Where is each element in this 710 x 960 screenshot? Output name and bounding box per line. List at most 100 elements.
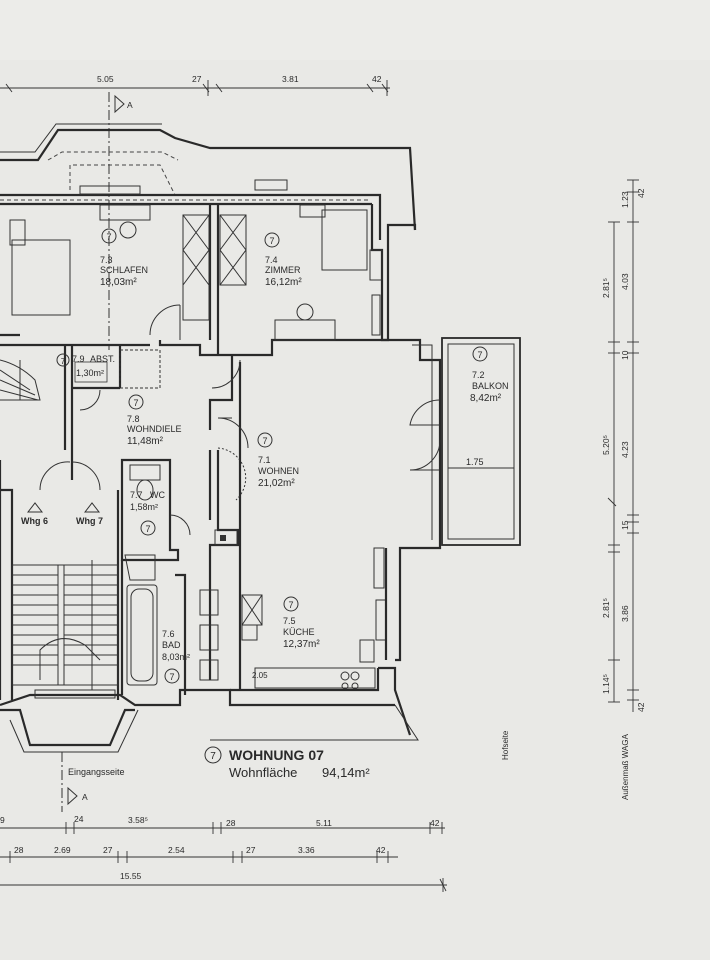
bottom2-dim-7: 42	[376, 845, 386, 855]
svg-text:7: 7	[210, 751, 216, 762]
right-a-dim-5205: 5.20⁵	[601, 435, 611, 455]
bottom-dimension-line-3: 15.55	[0, 871, 447, 892]
staircase-upper	[0, 359, 41, 401]
balcony-width: 1.75	[466, 457, 484, 467]
yard-side-label: Hofseite	[501, 730, 510, 760]
svg-text:7.6: 7.6	[162, 629, 175, 639]
top-dim-4: 42	[372, 74, 382, 84]
living-area-value: 94,14m²	[322, 765, 370, 780]
balcony	[441, 337, 521, 546]
svg-text:7: 7	[288, 600, 293, 610]
bottom-dimension-line-2: 28 2.69 27 2.54 27 3.36 42	[0, 845, 398, 863]
apartment-name: WOHNUNG 07	[229, 747, 324, 763]
room-label-schlafen: 7 7.3 SCHLAFEN 18,03m²	[100, 228, 148, 288]
top-dim-3: 3.81	[282, 74, 299, 84]
right-dimension-line-b: 1.23 42 4.03 10 4.23 15 3.86 42	[620, 179, 646, 712]
svg-text:8,42m²: 8,42m²	[470, 393, 502, 404]
room-label-kueche: 7 7.5 KÜCHE 12,37m² 2.05	[252, 596, 320, 680]
svg-text:7.4: 7.4	[265, 255, 278, 265]
bottom2-dim-1: 28	[14, 845, 24, 855]
bottom-dimension-line-1: 9 24 3.58⁵ 28 5.11 42	[0, 814, 445, 834]
bottom2-dim-3: 27	[103, 845, 113, 855]
svg-text:ABST.: ABST.	[90, 354, 115, 364]
right-b-dim-386: 3.86	[620, 605, 630, 622]
section-a-top: A	[127, 100, 133, 110]
whg6-label: Whg 6	[21, 516, 48, 526]
top-dimension-line: 5.05 27 3.81 42	[0, 74, 390, 96]
right-b-dim-123: 1.23	[620, 191, 630, 208]
room-label-bad: 7.6 BAD 8,03m² 7	[162, 629, 190, 684]
svg-text:11,48m²: 11,48m²	[127, 436, 164, 447]
neighbor-labels: Whg 6 Whg 7	[21, 502, 103, 526]
svg-text:SCHLAFEN: SCHLAFEN	[100, 265, 148, 275]
room-label-balkon: 7 7.2 BALKON 8,42m² 1.75	[466, 346, 509, 467]
svg-text:1,58m²: 1,58m²	[130, 502, 158, 512]
svg-text:WOHNDIELE: WOHNDIELE	[127, 424, 182, 434]
room-label-zimmer: 7 7.4 ZIMMER 16,12m²	[264, 232, 302, 288]
bottom3-dim-1: 15.55	[120, 871, 142, 881]
right-a-dim-1145: 1.14⁵	[601, 674, 611, 694]
bottom2-dim-6: 3.36	[298, 845, 315, 855]
svg-text:7: 7	[106, 232, 111, 242]
entrance-side-label: Eingangsseite	[68, 767, 125, 777]
bottom1-dim-2: 24	[74, 814, 84, 824]
staircase-lower	[11, 560, 119, 690]
svg-text:7.2: 7.2	[472, 370, 485, 380]
furniture	[9, 204, 376, 690]
doors	[39, 304, 441, 536]
bottom2-dim-5: 27	[246, 845, 256, 855]
svg-text:21,02m²: 21,02m²	[258, 478, 295, 489]
living-area-label: Wohnfläche	[229, 765, 297, 780]
top-dim-1: 5.05	[97, 74, 114, 84]
bottom2-dim-4: 2.54	[168, 845, 185, 855]
section-a-bottom: A	[82, 792, 88, 802]
right-b-dim-10: 10	[620, 350, 630, 360]
svg-text:7: 7	[133, 398, 138, 408]
svg-text:7: 7	[269, 236, 274, 246]
svg-text:18,03m²: 18,03m²	[100, 277, 137, 288]
right-b-dim-423: 4.23	[620, 441, 630, 458]
bottom1-dim-1: 9	[0, 815, 5, 825]
right-b-dim-15: 15	[620, 520, 630, 530]
svg-text:BAD: BAD	[162, 640, 181, 650]
svg-text:7: 7	[169, 672, 174, 682]
svg-text:7: 7	[477, 350, 482, 360]
right-a-dim-2815-upper: 2.81⁵	[601, 278, 611, 298]
svg-text:7.7: 7.7	[130, 490, 143, 500]
section-marker-top: A	[108, 92, 133, 350]
counter-length: 2.05	[252, 671, 268, 680]
room-label-wc: 7.7 WC 1,58m² 7	[130, 490, 165, 536]
svg-text:7.9: 7.9	[72, 354, 85, 364]
svg-text:7.1: 7.1	[258, 455, 271, 465]
svg-text:7: 7	[145, 524, 150, 534]
whg7-label: Whg 7	[76, 516, 103, 526]
bottom1-dim-6: 42	[430, 818, 440, 828]
top-dim-2: 27	[192, 74, 202, 84]
bottom2-dim-2: 2.69	[54, 845, 71, 855]
entrance-side: Eingangsseite A	[61, 752, 125, 812]
paper-top-shade	[0, 0, 710, 60]
svg-text:16,12m²: 16,12m²	[265, 277, 302, 288]
right-b-dim-42-top: 42	[636, 188, 646, 198]
bottom1-dim-5: 5.11	[316, 818, 332, 828]
svg-text:KÜCHE: KÜCHE	[283, 627, 315, 637]
right-a-dim-2815-lower: 2.81⁵	[601, 598, 611, 618]
svg-text:7: 7	[262, 436, 267, 446]
svg-text:12,37m²: 12,37m²	[283, 639, 320, 650]
room-label-wohndiele: 7 7.8 WOHNDIELE 11,48m²	[127, 394, 182, 447]
svg-text:BALKON: BALKON	[472, 381, 509, 391]
outer-dims-label: Außenmaß WAGA	[621, 733, 630, 800]
right-b-dim-42-bottom: 42	[636, 702, 646, 712]
svg-text:7.8: 7.8	[127, 414, 140, 424]
apartment-title: 7 WOHNUNG 07 Wohnfläche 94,14m²	[204, 746, 370, 780]
room-label-wohnen: 7 7.1 WOHNEN 21,02m²	[257, 432, 299, 489]
room-label-abstellraum: 7 7.9 ABST. 1,30m²	[56, 353, 115, 378]
svg-text:ZIMMER: ZIMMER	[265, 265, 301, 275]
right-dimension-line-a: 2.81⁵ 5.20⁵ 2.81⁵ 1.14⁵	[601, 221, 620, 703]
svg-text:7.5: 7.5	[283, 616, 296, 626]
svg-text:7: 7	[61, 357, 66, 366]
building-outline	[0, 123, 442, 753]
svg-text:WC: WC	[150, 490, 165, 500]
